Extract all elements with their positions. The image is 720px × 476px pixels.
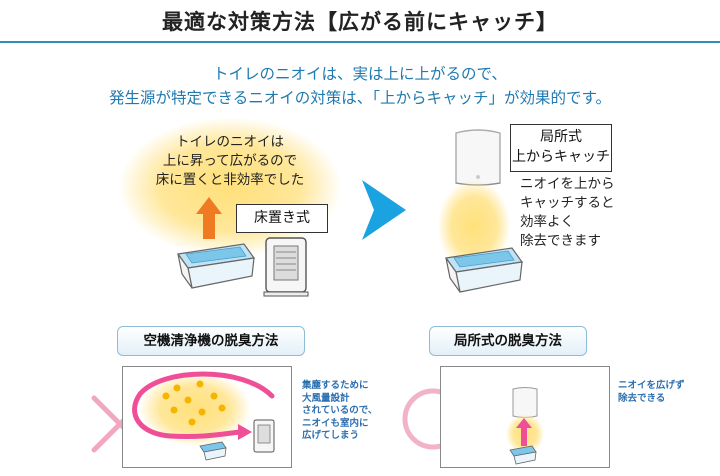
up-arrow-icon (196, 197, 222, 239)
local-type-label-line-1: 局所式 (540, 129, 582, 145)
scene-note-line-1: 集塵するために (302, 380, 369, 391)
odor-cloud (120, 118, 340, 256)
odor-spread-swirl (132, 371, 275, 440)
air-purifier-icon (263, 237, 309, 297)
air-purifier-scene-note: 集塵するために 大風量設計 されているので、 ニオイも室内に 広げてしまう (302, 380, 392, 443)
local-note-line-2: 除去できる (618, 392, 666, 404)
local-method-pill: 局所式の脱臭方法 (429, 326, 587, 356)
floor-type-label: 床置き式 (236, 204, 328, 233)
description-line-1: ニオイを上から (520, 176, 615, 192)
scene-note-line-2: 大風量設計 (302, 392, 350, 404)
scene-up-arrow-icon (516, 418, 532, 446)
local-type-label: 局所式 上からキャッチ (510, 124, 612, 172)
page-title: 最適な対策方法【広がる前にキャッチ】 (162, 10, 558, 34)
lead-line-2: 発生源が特定できるニオイの対策は、「上からキャッチ」が効果的です。 (109, 89, 611, 107)
odor-text-line-3: 床に置くと非効率でした (155, 172, 305, 188)
right-triangle-arrow-icon (362, 180, 406, 240)
scene-purifier-icon (253, 419, 275, 453)
description-line-2: キャッチすると (520, 195, 615, 211)
odor-text-line-2: 上に昇って広がるので (162, 153, 298, 169)
scene-note-line-3: されているので、 (302, 405, 378, 416)
odor-cloud-text: トイレのニオイは 上に昇って広がるので 床に置くと非効率でした (140, 133, 320, 190)
local-type-label-line-2: 上からキャッチ (512, 149, 610, 165)
local-note-line-1: ニオイを広げず (618, 380, 685, 391)
scene-note-line-4: ニオイも室内に (302, 417, 369, 429)
lead-line-1: トイレのニオイは、実は上に上がるので、 (213, 65, 507, 83)
air-purifier-method-pill: 空機清浄機の脱臭方法 (117, 326, 305, 356)
odor-text-line-1: トイレのニオイは (176, 134, 284, 150)
local-type-description: ニオイを上から キャッチすると 効率よく 除去できます (520, 175, 640, 251)
toilet-right-icon (444, 247, 524, 293)
description-line-3: 効率よく (520, 214, 574, 230)
scene-toilet-icon (199, 441, 227, 461)
toilet-icon (176, 243, 256, 289)
scene-note-line-5: 広げてしまう (302, 430, 360, 441)
local-scene-note: ニオイを広げず 除去できる (618, 380, 708, 405)
scene-toilet-right-icon (509, 445, 537, 465)
description-line-4: 除去できます (520, 233, 601, 249)
title-divider (0, 41, 720, 43)
